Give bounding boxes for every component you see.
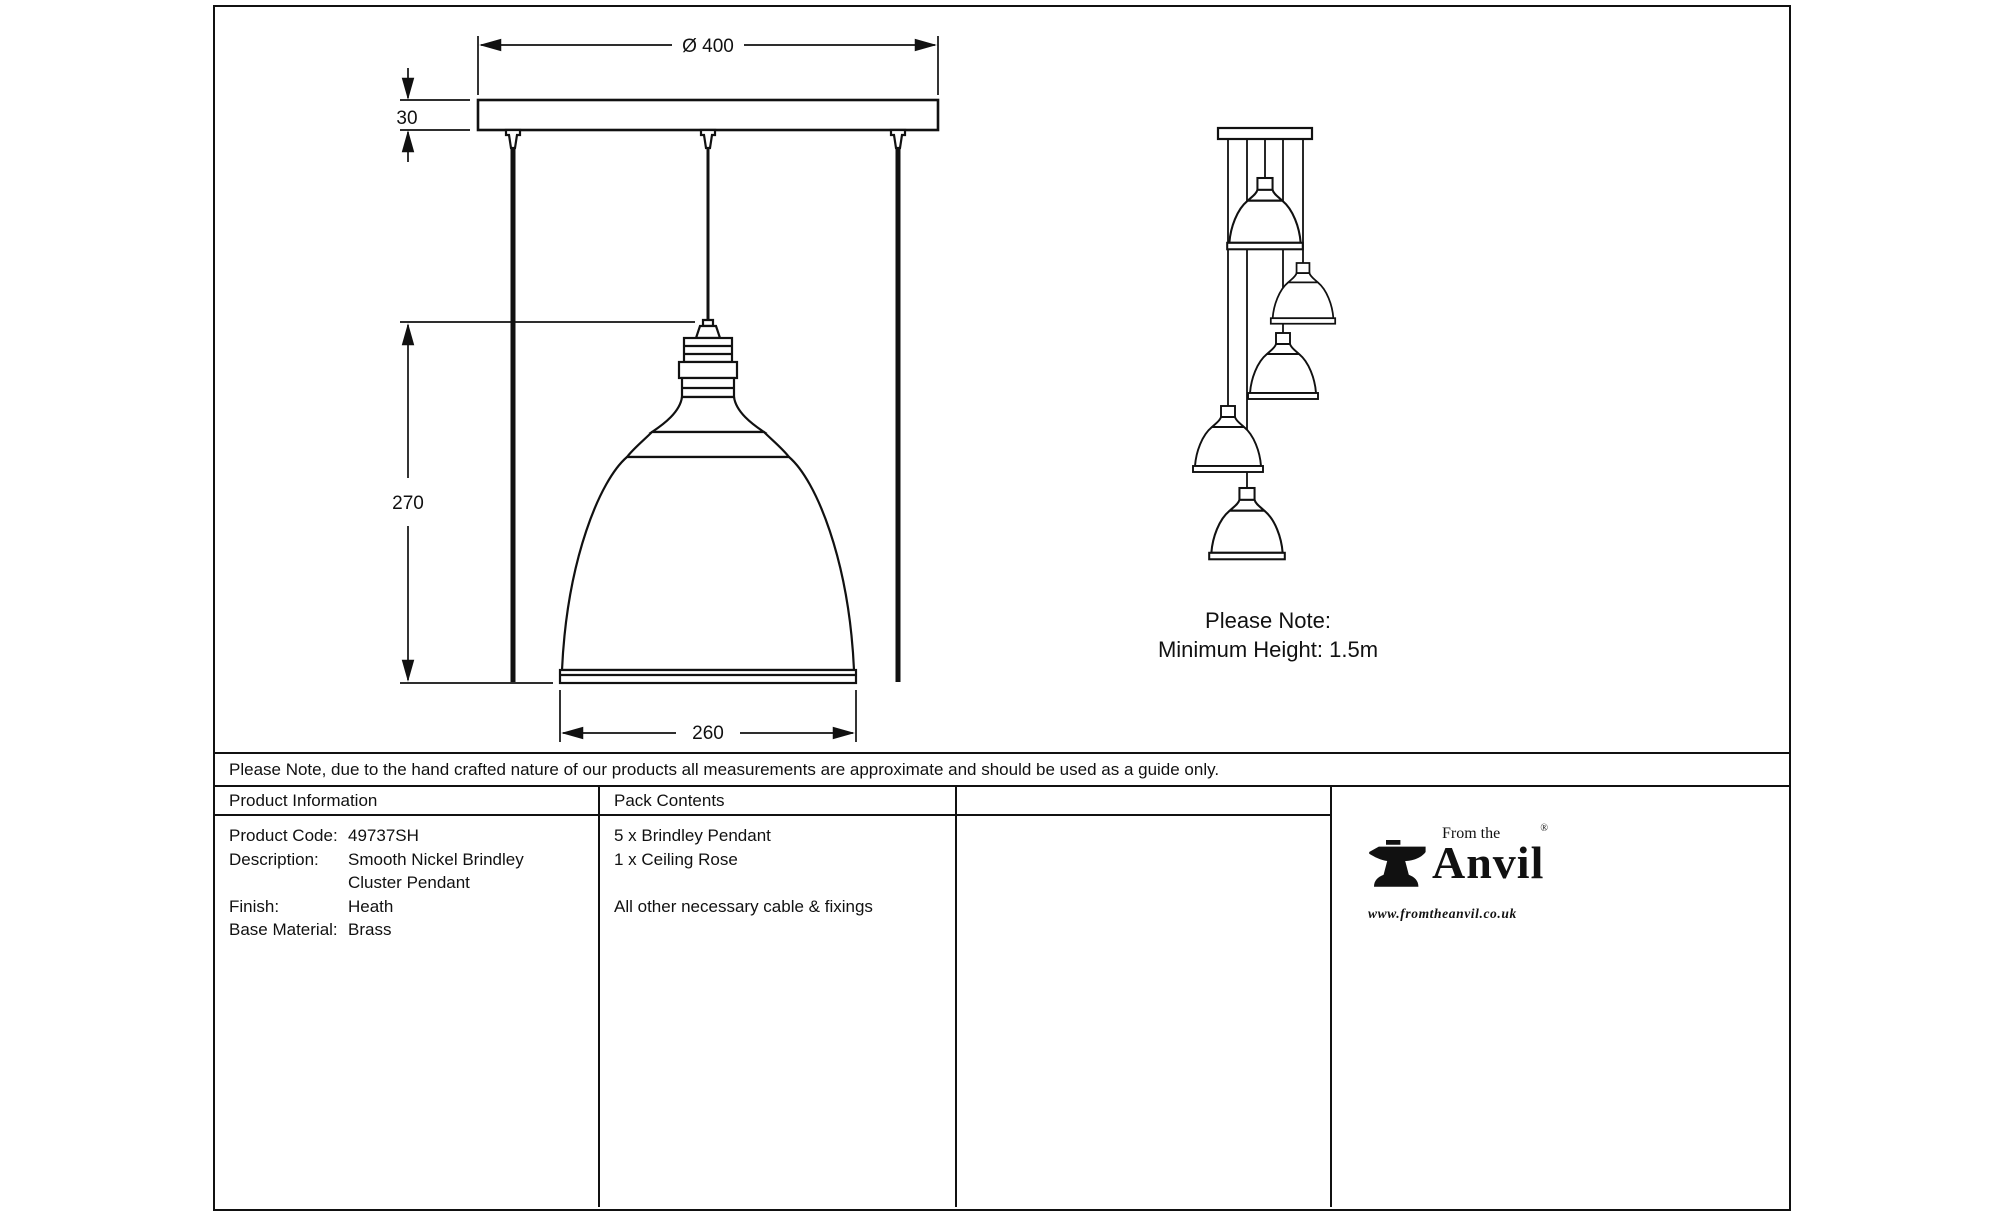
brindley-pendant [558, 318, 858, 685]
field-label: Finish: [229, 896, 280, 916]
min-height-note-title: Please Note: [1205, 608, 1331, 633]
field-value: 49737SH [348, 826, 419, 845]
field-value: Cluster Pendant [348, 873, 470, 892]
dimension-plate-thickness: 30 [396, 68, 470, 162]
header-pack-contents: Pack Contents [600, 787, 957, 816]
min-height-note-value: Minimum Height: 1.5m [1158, 637, 1378, 662]
field-label: Product Code: [229, 826, 338, 845]
logo-name: Anvil [1432, 837, 1545, 888]
dim-pendant-height-label: 270 [392, 493, 424, 514]
header-product-information: Product Information [215, 787, 600, 816]
technical-drawing: Ø 400 30 270 [392, 36, 1378, 744]
dimension-diameter: Ø 400 [477, 36, 939, 95]
cluster-view: Please Note: Minimum Height: 1.5m [1158, 126, 1378, 662]
field-label: Description: [229, 849, 319, 869]
dim-shade-diameter-label: 260 [692, 723, 724, 744]
pack-item: 5 x Brindley Pendant [614, 826, 771, 845]
ceiling-plate [476, 98, 940, 132]
empty-cell [957, 816, 1332, 1207]
pendant-shade [560, 455, 856, 672]
cluster-ceiling-plate [1216, 126, 1314, 141]
field-value: Heath [348, 896, 394, 916]
shade-rim [558, 668, 858, 685]
pack-contents-header-label: Pack Contents [614, 790, 725, 810]
header-empty [957, 787, 1332, 816]
field-value: Brass [348, 920, 392, 939]
disclaimer-row: Please Note, due to the hand crafted nat… [215, 752, 1789, 787]
product-information-cell: Product Code: 49737SH Description: Smoot… [215, 816, 600, 1207]
sheet-frame: Ø 400 30 270 [213, 5, 1791, 1211]
logo-cell: From the ® Anvil www.fromtheanvil.co.uk [1330, 787, 1787, 1207]
pack-item-spacer [614, 871, 941, 895]
dimension-pendant-height: 270 [392, 321, 695, 684]
anvil-icon [1369, 840, 1426, 887]
product-information-header-label: Product Information [229, 790, 378, 810]
cord-grips [504, 128, 907, 150]
registered-mark: ® [1540, 823, 1548, 834]
dim-diameter-label: Ø 400 [682, 36, 734, 57]
dimension-shade-diameter: 260 [559, 690, 857, 744]
field-value: Smooth Nickel Brindley [348, 849, 524, 869]
field-label [229, 871, 348, 895]
front-view: Ø 400 30 270 [392, 36, 940, 744]
disclaimer-text: Please Note, due to the hand crafted nat… [229, 759, 1220, 779]
logo-website: www.fromtheanvil.co.uk [1368, 906, 1517, 921]
pack-contents-cell: 5 x Brindley Pendant 1 x Ceiling Rose Al… [600, 816, 957, 1207]
anvil-logo: From the ® Anvil www.fromtheanvil.co.uk [1368, 823, 1553, 922]
dim-plate-thickness-label: 30 [396, 108, 417, 129]
pack-item: 1 x Ceiling Rose [614, 849, 738, 869]
logo-tagline: From the [1442, 825, 1501, 842]
field-label: Base Material: [229, 920, 338, 939]
info-table: Product Information Pack Contents Produc… [215, 787, 1789, 1207]
pack-item: All other necessary cable & fixings [614, 896, 873, 916]
